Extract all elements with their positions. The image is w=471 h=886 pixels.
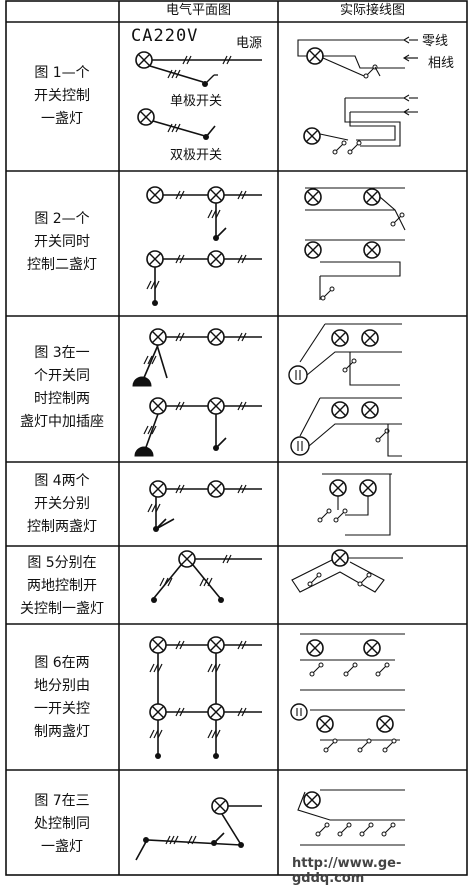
lamp-icon	[207, 397, 225, 415]
lamp-icon	[376, 715, 394, 733]
lamp-icon	[178, 550, 196, 568]
row3-label: 图 3在一 个开关同 时控制两 盏灯中加插座	[20, 345, 104, 430]
row4-label: 图 4两个 开关分别 控制两盏灯	[27, 473, 97, 535]
row7-wiring	[297, 789, 405, 846]
lamp-icon	[303, 127, 321, 145]
lamp-icon	[149, 328, 167, 346]
row6-plan	[149, 636, 262, 759]
row3-wiring	[288, 323, 402, 457]
row5-label: 图 5分别在 两地控制开 关控制一盏灯	[20, 555, 104, 617]
row2-wiring	[304, 187, 406, 301]
socket-icon	[290, 703, 308, 721]
switch-icon	[201, 74, 219, 88]
lamp-icon	[304, 188, 322, 206]
lamp-icon	[363, 188, 381, 206]
lamp-icon	[207, 703, 225, 721]
lamp-icon	[149, 703, 167, 721]
lamp-icon	[329, 479, 347, 497]
single-switch-label: 单极开关	[170, 94, 223, 109]
row6-label: 图 6在两 地分别由 一开关控 制两盏灯	[34, 655, 90, 740]
lamp-icon	[363, 639, 381, 657]
lamp-icon	[207, 186, 225, 204]
lamp-icon	[135, 51, 153, 69]
lamp-icon	[149, 480, 167, 498]
lamp-icon	[207, 636, 225, 654]
row7-label: 图 7在三 处控制同 一盏灯	[34, 793, 90, 855]
lamp-icon	[331, 329, 349, 347]
socket-icon	[288, 365, 308, 385]
lamp-icon	[303, 791, 321, 809]
neutral-wire-label: 零线	[422, 34, 449, 49]
phase-wire-label: 相线	[428, 56, 455, 71]
row1-label: 图 1—个 开关控制 一盏灯	[34, 65, 90, 127]
row4-plan	[147, 480, 262, 532]
lamp-icon	[306, 47, 324, 65]
socket-icon	[290, 436, 310, 456]
lamp-icon	[211, 797, 229, 815]
row2-label: 图 2—个 开关同时 控制二盏灯	[27, 211, 97, 273]
lamp-icon	[146, 250, 164, 268]
lamp-icon	[304, 241, 322, 259]
lamp-icon	[149, 636, 167, 654]
lamp-icon	[149, 397, 167, 415]
row5-wiring	[291, 549, 403, 593]
wiring-column-header: 实际接线图	[339, 3, 405, 18]
row5-plan	[151, 550, 262, 603]
lamp-icon	[146, 186, 164, 204]
row1-plan	[135, 51, 262, 140]
lamp-icon	[361, 329, 379, 347]
lamp-icon	[306, 639, 324, 657]
voltage-label: CA220V	[131, 26, 199, 46]
plan-column-header: 电气平面图	[165, 3, 231, 18]
lamp-icon	[207, 250, 225, 268]
lamp-icon	[207, 480, 225, 498]
row1-wiring	[297, 36, 419, 155]
watermark-url: http://www.ge-gddq.com	[292, 856, 402, 886]
row4-wiring	[317, 473, 392, 536]
row3-plan	[132, 328, 262, 457]
lamp-icon	[361, 401, 379, 419]
lamp-icon	[363, 241, 381, 259]
lamp-icon	[207, 328, 225, 346]
double-switch-label: 双极开关	[170, 148, 223, 163]
row7-plan	[135, 797, 262, 861]
row6-wiring	[290, 633, 405, 753]
lamp-icon	[331, 401, 349, 419]
lamp-icon	[359, 479, 377, 497]
lamp-icon	[331, 549, 349, 567]
lamp-icon	[316, 715, 334, 733]
lamp-icon	[137, 108, 155, 126]
power-label: 电源	[236, 36, 263, 51]
row2-plan	[146, 186, 262, 306]
